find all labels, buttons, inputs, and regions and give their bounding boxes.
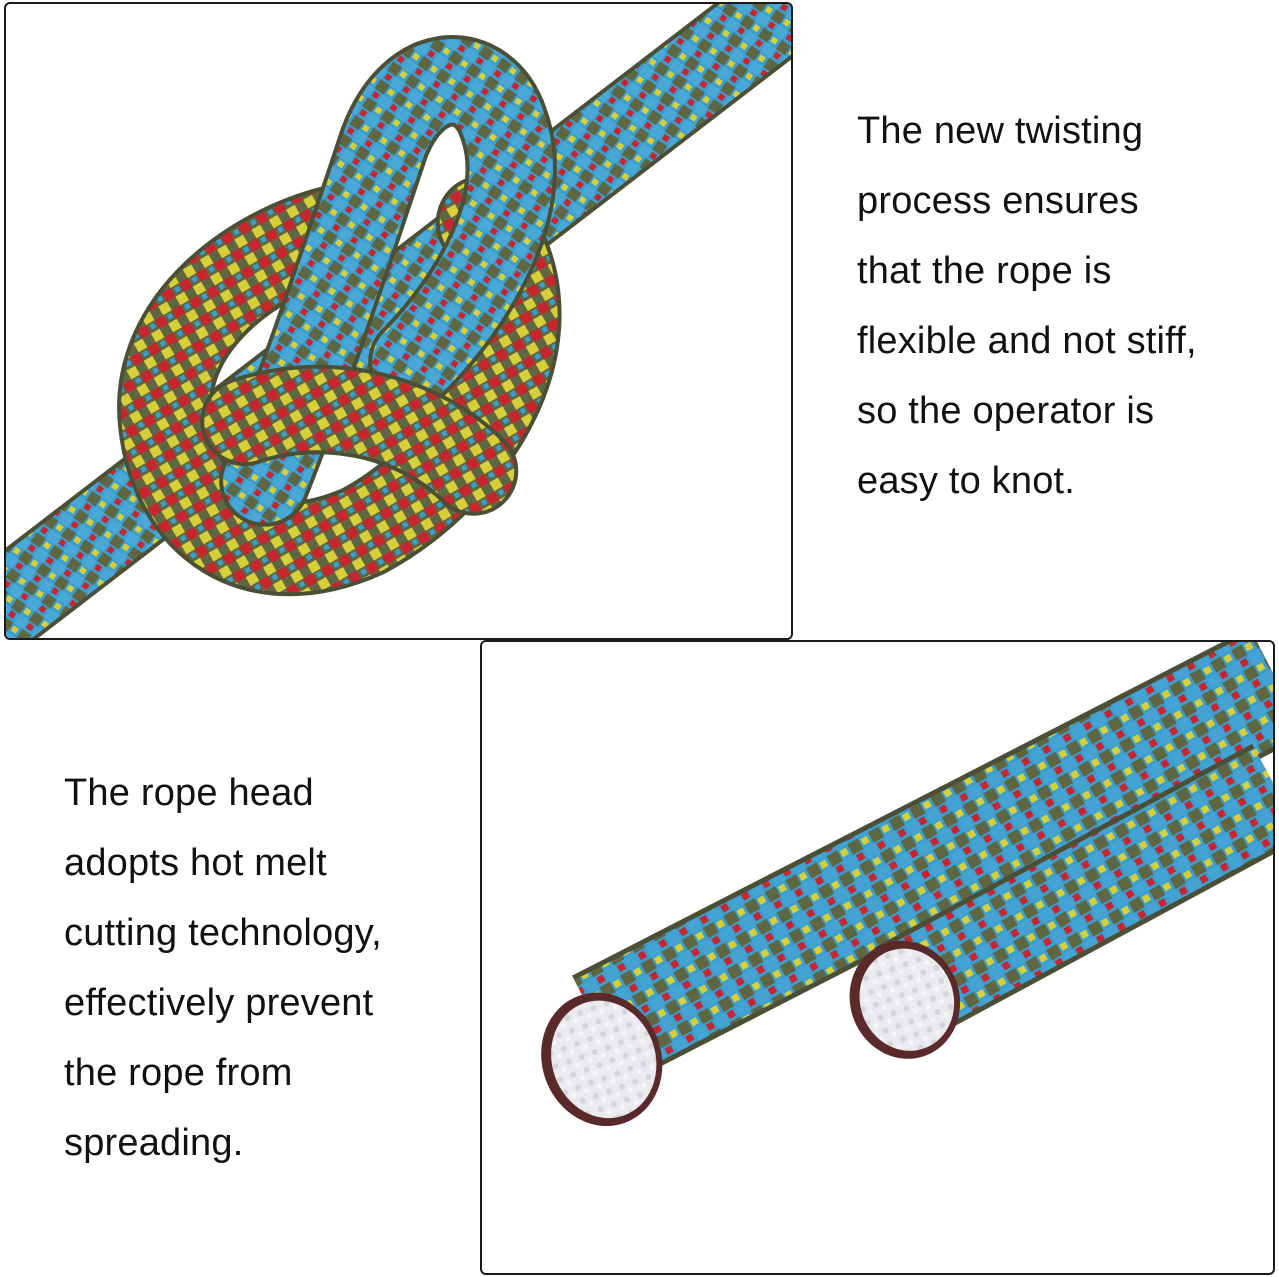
ends-caption-line: spreading. — [64, 1122, 244, 1164]
rope-knot-image — [6, 4, 791, 638]
ends-caption-line: adopts hot melt — [64, 842, 327, 884]
knot-caption-line: that the rope is — [857, 250, 1112, 292]
ends-caption-line: cutting technology, — [64, 912, 382, 954]
knot-caption: The new twisting process ensures that th… — [857, 96, 1257, 516]
ends-caption-line: effectively prevent — [64, 982, 374, 1024]
ends-caption-line: the rope from — [64, 1052, 293, 1094]
knot-caption-line: The new twisting — [857, 110, 1144, 152]
rope-ends-photo-panel — [480, 640, 1275, 1275]
knot-caption-line: so the operator is — [857, 390, 1155, 432]
ends-caption-line: The rope head — [64, 772, 314, 814]
rope-ends-image — [541, 642, 1273, 1127]
knot-caption-line: flexible and not stiff, — [857, 320, 1197, 362]
knot-photo-panel — [4, 2, 793, 640]
ends-caption: The rope head adopts hot melt cutting te… — [64, 758, 464, 1178]
knot-caption-line: easy to knot. — [857, 460, 1076, 502]
knot-caption-line: process ensures — [857, 180, 1139, 222]
